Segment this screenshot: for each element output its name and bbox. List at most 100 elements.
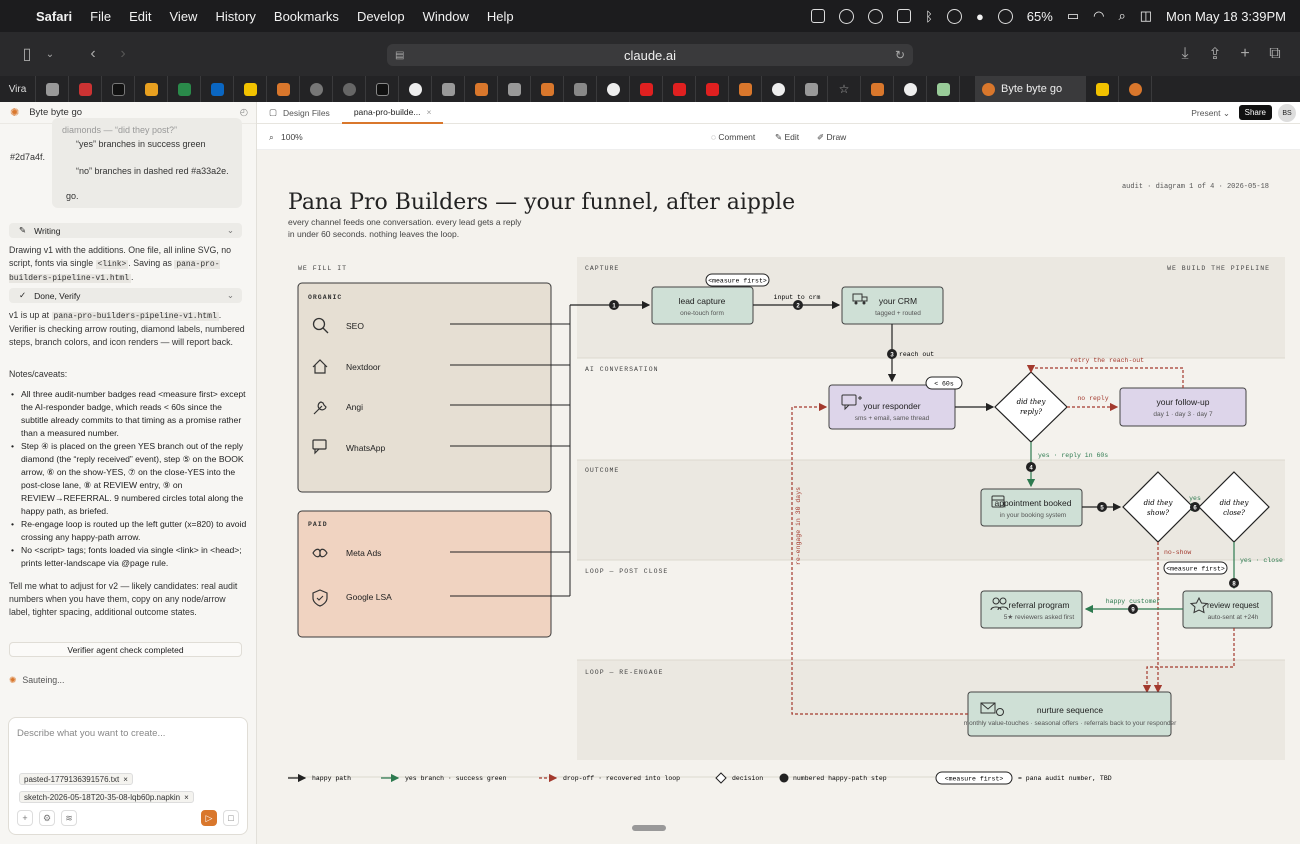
zoom-level[interactable]: 100% <box>281 132 303 142</box>
writing-status[interactable]: ✎ Writing ⌄ <box>9 223 242 238</box>
draw-button[interactable]: ✐ Draw <box>817 132 847 142</box>
label-happy-customer: happy customer <box>1106 598 1161 605</box>
share-icon[interactable]: ⇪ <box>1208 46 1222 63</box>
close-icon[interactable]: × <box>184 792 189 802</box>
close-icon[interactable]: × <box>426 106 432 117</box>
pinned-tab[interactable] <box>597 76 630 102</box>
attachment-chip[interactable]: pasted-1779136391576.txt× <box>19 773 133 785</box>
star-icon[interactable]: ☆ <box>828 76 861 102</box>
pinned-tab[interactable] <box>399 76 432 102</box>
node-followup[interactable] <box>1119 387 1247 427</box>
pinned-tab[interactable] <box>300 76 333 102</box>
download-status-icon[interactable] <box>811 9 826 23</box>
add-icon[interactable]: + <box>17 810 33 826</box>
stop-button[interactable]: □ <box>223 810 239 826</box>
pinned-tab[interactable] <box>465 76 498 102</box>
share-button[interactable]: Share <box>1238 105 1272 120</box>
pinned-tab[interactable] <box>729 76 762 102</box>
chevron-down-icon[interactable]: ⌄ <box>45 48 55 60</box>
menu-view[interactable]: View <box>169 8 198 24</box>
pinned-tab[interactable] <box>927 76 960 102</box>
comment-button[interactable]: ◌ Comment <box>711 132 756 142</box>
prompt-input[interactable]: Describe what you want to create... <box>17 728 166 739</box>
zoom-search-icon[interactable]: ⌕ <box>269 132 274 142</box>
sidebar-toggle-icon[interactable]: ▯ <box>22 46 32 63</box>
menu-edit[interactable]: Edit <box>129 8 152 24</box>
close-icon[interactable]: × <box>123 774 128 784</box>
pinned-tab[interactable] <box>696 76 729 102</box>
attachment-chip[interactable]: sketch-2026-05-18T20-35-08-lqb60p.napkin… <box>19 791 194 803</box>
verifier-status[interactable]: Verifier agent check completed <box>9 642 242 657</box>
legend-happy: happy path <box>312 775 351 782</box>
step-1-label: 1 <box>612 304 616 310</box>
notion-icon[interactable] <box>897 9 912 23</box>
bluetooth-icon[interactable]: ᛒ <box>925 8 933 24</box>
menu-app[interactable]: Safari <box>36 8 73 24</box>
thinking-indicator: ✺ Sauteing... <box>9 675 65 685</box>
pinned-tab[interactable] <box>531 76 564 102</box>
tools-icon[interactable]: ⚙ <box>39 810 55 826</box>
pinned-tab[interactable] <box>135 76 168 102</box>
send-button[interactable]: ▷ <box>201 810 217 826</box>
downloads-icon[interactable]: ⤓ <box>1181 45 1189 62</box>
pinned-tab[interactable] <box>234 76 267 102</box>
menu-bookmarks[interactable]: Bookmarks <box>273 8 339 24</box>
pinned-tab[interactable] <box>201 76 234 102</box>
user-icon[interactable]: ● <box>975 8 984 24</box>
forward-icon[interactable]: › <box>120 45 126 62</box>
status-icon[interactable] <box>839 8 855 24</box>
pinned-tab[interactable] <box>102 76 135 102</box>
control-center-icon[interactable]: ◫ <box>1139 8 1153 23</box>
pinned-tab[interactable] <box>762 76 795 102</box>
pinned-tab[interactable] <box>36 76 69 102</box>
node-responder-title: your responder <box>863 401 920 411</box>
pinned-tab[interactable] <box>564 76 597 102</box>
tab-active[interactable]: Byte byte go <box>976 76 1086 102</box>
account-icon[interactable] <box>997 8 1013 24</box>
new-tab-icon[interactable]: + <box>1240 45 1250 62</box>
menu-window[interactable]: Window <box>422 8 469 24</box>
pinned-tab[interactable] <box>861 76 894 102</box>
pinned-tab[interactable] <box>630 76 663 102</box>
pinned-tab[interactable] <box>366 76 399 102</box>
tab-first[interactable]: Vira <box>0 76 36 102</box>
battery-percent[interactable]: 65% <box>1026 8 1053 24</box>
pinned-tab[interactable] <box>168 76 201 102</box>
done-verify-status[interactable]: ✓ Done, Verify ⌄ <box>9 288 242 303</box>
pinned-tab[interactable] <box>267 76 300 102</box>
page-settings-icon[interactable]: ▤ <box>395 49 405 61</box>
pinned-tab[interactable] <box>432 76 465 102</box>
pinned-tab[interactable] <box>894 76 927 102</box>
pinned-tab[interactable] <box>1086 76 1119 102</box>
avatar[interactable]: BS <box>1278 104 1296 122</box>
menu-develop[interactable]: Develop <box>356 8 405 24</box>
voice-icon[interactable]: ≋ <box>61 810 77 826</box>
search-icon[interactable]: ⌕ <box>1118 8 1126 23</box>
menu-history[interactable]: History <box>215 8 256 24</box>
clock[interactable]: Mon May 18 3:39PM <box>1166 8 1286 24</box>
pinned-tab[interactable] <box>795 76 828 102</box>
pinned-tab[interactable] <box>1119 76 1152 102</box>
pinned-tab[interactable] <box>498 76 531 102</box>
label-reengage: re-engage in 30 days <box>795 487 802 565</box>
history-icon[interactable]: ◴ <box>239 107 248 118</box>
address-bar[interactable]: claude.ai ↻ ▤ <box>387 44 913 66</box>
chat-title[interactable]: Byte byte go <box>29 107 83 118</box>
menu-file[interactable]: File <box>90 8 112 24</box>
play-icon[interactable] <box>946 8 962 24</box>
pinned-tab[interactable] <box>333 76 366 102</box>
reload-icon[interactable]: ↻ <box>894 48 905 62</box>
battery-icon[interactable]: ▭ <box>1066 8 1080 23</box>
edit-button[interactable]: ✎ Edit <box>775 132 800 142</box>
tab-overview-icon[interactable]: ⧉ <box>1269 45 1281 62</box>
horizontal-scrollbar[interactable] <box>632 825 666 831</box>
tab-design-files[interactable]: ▢Design Files <box>269 107 330 118</box>
present-button[interactable]: Present ⌄ <box>1191 108 1230 118</box>
wifi-icon[interactable]: ◠ <box>1093 8 1105 23</box>
pinned-tab[interactable] <box>663 76 696 102</box>
back-icon[interactable]: ‹ <box>90 45 96 62</box>
menu-help[interactable]: Help <box>486 8 514 24</box>
activity-icon[interactable] <box>868 8 884 24</box>
tab-current-file[interactable]: pana-pro-builde...× <box>341 102 444 124</box>
pinned-tab[interactable] <box>69 76 102 102</box>
